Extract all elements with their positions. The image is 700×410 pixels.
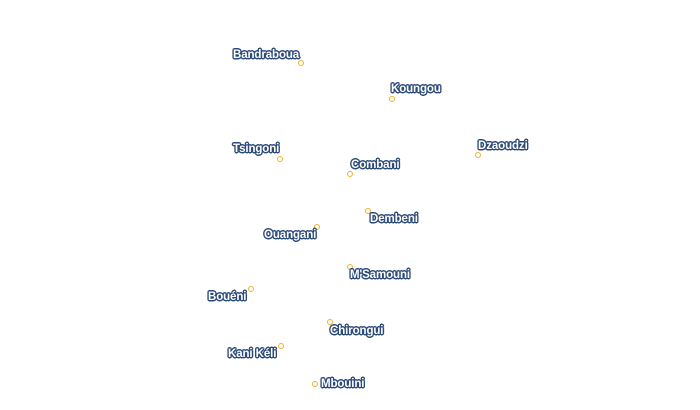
place-label-tsingoni: Tsingoni xyxy=(233,143,280,155)
place-marker-msamouni[interactable] xyxy=(347,264,353,270)
place-label-dzaoudzi: Dzaoudzi xyxy=(478,140,528,152)
place-label-bandraboua: Bandraboua xyxy=(233,49,300,61)
place-label-dembeni: Dembeni xyxy=(370,213,418,225)
place-marker-bandraboua[interactable] xyxy=(298,60,304,66)
place-marker-boueni[interactable] xyxy=(248,286,254,292)
place-label-koungou: Koungou xyxy=(391,83,441,95)
place-marker-dembeni[interactable] xyxy=(365,208,371,214)
place-marker-kani-keli[interactable] xyxy=(278,343,284,349)
place-label-chirongui: Chirongui xyxy=(330,325,384,337)
place-marker-koungou[interactable] xyxy=(389,96,395,102)
place-label-msamouni: M'Samouni xyxy=(350,269,410,281)
place-marker-mbouini[interactable] xyxy=(312,381,318,387)
place-marker-chirongui[interactable] xyxy=(327,319,333,325)
place-label-combani: Combani xyxy=(351,159,400,171)
place-label-boueni: Bouéni xyxy=(208,291,247,303)
place-label-mbouini: Mbouini xyxy=(321,378,365,390)
place-label-ouangani: Ouangani xyxy=(264,229,317,241)
place-marker-tsingoni[interactable] xyxy=(277,156,283,162)
place-marker-ouangani[interactable] xyxy=(314,224,320,230)
place-label-kani-keli: Kani Kéli xyxy=(228,348,277,360)
place-marker-dzaoudzi[interactable] xyxy=(475,152,481,158)
place-marker-combani[interactable] xyxy=(347,171,353,177)
